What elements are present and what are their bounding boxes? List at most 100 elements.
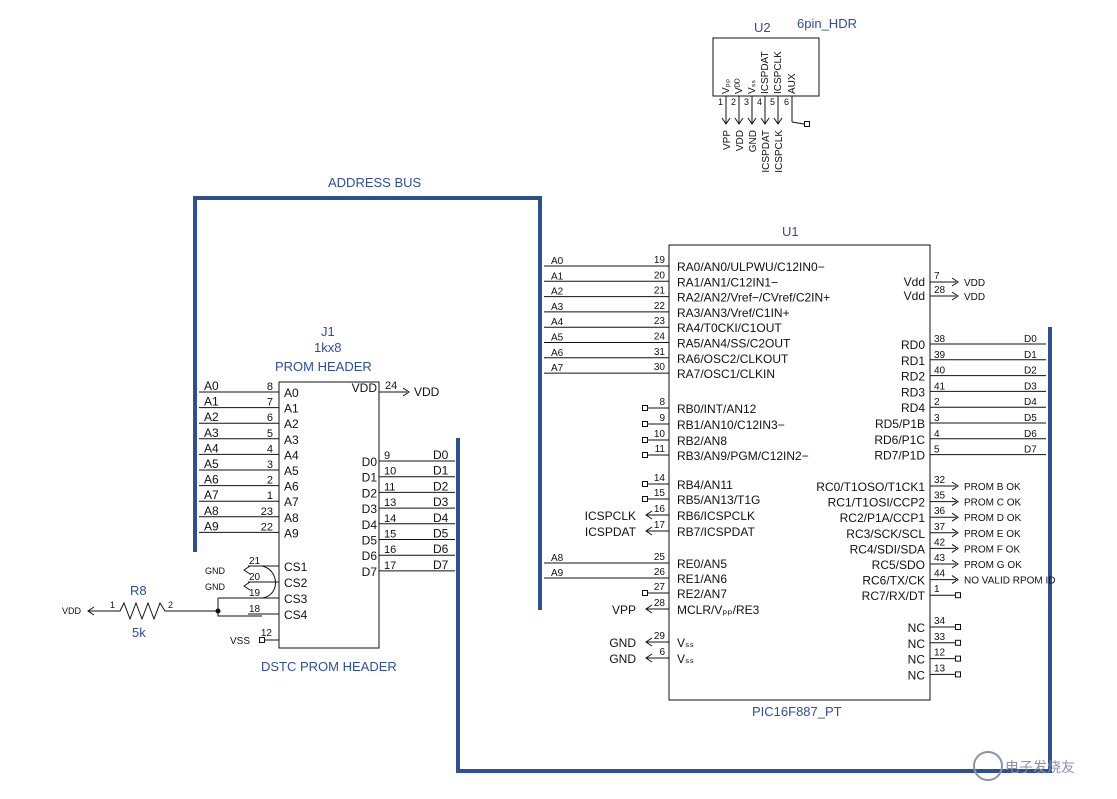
u1-value: PIC16F887_PT xyxy=(752,704,842,719)
j1-cs-gnd-arrow xyxy=(243,581,251,591)
j1-addr-pin-name: A4 xyxy=(284,448,299,462)
u1-left-pin-24-num: 24 xyxy=(654,332,666,343)
j1-cs-gnd-arrow xyxy=(243,565,251,575)
u2-pin-4-name: ICSPDAT xyxy=(760,51,771,94)
j1-vdd-arrow xyxy=(402,387,410,397)
j1-vss-terminal xyxy=(259,637,265,643)
u2-pin-4-arrow xyxy=(760,117,770,125)
u1-vdd-arrow xyxy=(951,277,959,287)
u1-rd-pin-name: RD4 xyxy=(901,401,925,415)
u1-left-pin-9-name: RB1/AN10/C12IN3− xyxy=(677,418,785,432)
u1-rc-net: PROM D OK xyxy=(964,513,1022,524)
u2-pin-1-arrow xyxy=(721,117,731,125)
u2-header: U2 6pin_HDR 1VₚₚVPP2VᴰᴰVDD3VₛₛGND4ICSPDA… xyxy=(712,16,857,173)
j1-title: PROM HEADER xyxy=(275,359,372,374)
u1-nc-pin-num: 34 xyxy=(934,616,946,627)
u1-rc-pin-name: RC0/T1OSO/T1CK1 xyxy=(816,480,925,494)
u1-rd-pin-num: 40 xyxy=(934,366,946,377)
u1-nc-pin-num: 12 xyxy=(934,648,946,659)
u2-pin-group: 1VₚₚVPP2VᴰᴰVDD3VₛₛGND4ICSPDATICSPDAT5ICS… xyxy=(718,51,810,173)
data-bus xyxy=(456,327,1052,773)
r8-net-vdd: VDD xyxy=(62,606,82,616)
u1-rc-net: PROM C OK xyxy=(964,498,1022,509)
u1-nc-pin-name: NC xyxy=(908,637,926,651)
u1-rc-net: PROM G OK xyxy=(964,560,1022,571)
u1-left-pin-9-num: 9 xyxy=(659,413,665,424)
u1-rc-arrow xyxy=(951,497,959,507)
r8-zigzag xyxy=(88,601,218,621)
u2-pin-3-num: 3 xyxy=(744,97,749,107)
j1-addr-net: A1 xyxy=(204,395,219,409)
u1-vdd-net: VDD xyxy=(964,278,985,289)
u1-left-pin-20-num: 20 xyxy=(654,270,666,281)
j1-data-pin-num: 14 xyxy=(384,513,396,525)
u1-left-pin-17-num: 17 xyxy=(654,520,666,531)
j1-vdd-pin-name: VDD xyxy=(352,381,378,395)
u2-pin-5-name: ICSPCLK xyxy=(773,51,784,94)
j1-ref: J1 xyxy=(321,324,335,339)
u1-ref: U1 xyxy=(782,224,799,239)
j1-cs-pin-name: CS3 xyxy=(284,592,308,606)
j1-addr-pin-name: A0 xyxy=(284,386,299,400)
u1-left-pin-27-nc xyxy=(642,590,648,596)
u1-rd-pin-num: 2 xyxy=(934,397,940,408)
u1-left-pin-28-name: MCLR/Vₚₚ/RE3 xyxy=(677,603,760,617)
u2-pin-4-num: 4 xyxy=(757,97,762,107)
u1-pin-group: RA0/AN0/ULPWU/C12IN0−19A0RA1/AN1/C12IN1−… xyxy=(544,255,1056,682)
j1-data-pin-num: 15 xyxy=(384,529,396,541)
u2-pin-1-name: Vₚₚ xyxy=(721,79,732,94)
u1-rc-arrow xyxy=(951,481,959,491)
r8-ref: R8 xyxy=(130,583,147,598)
u1-rc-net: PROM B OK xyxy=(964,482,1021,493)
u1-rc-pin-num: 43 xyxy=(934,553,946,564)
u1-left-pin-26-name: RE1/AN6 xyxy=(677,572,727,586)
u1-rd-pin-name: RD6/P1C xyxy=(874,433,925,447)
u1-left-pin-17-name: RB7/ICSPDAT xyxy=(677,525,755,539)
u1-nc-pin-num: 33 xyxy=(934,632,946,643)
u1-left-pin-15-num: 15 xyxy=(654,488,666,499)
u1-pic: U1 PIC16F887_PT RA0/AN0/ULPWU/C12IN0−19A… xyxy=(544,224,1056,719)
j1-addr-net: A3 xyxy=(204,426,219,440)
j1-addr-pin-num: 3 xyxy=(267,459,273,471)
j1-vss-net: VSS xyxy=(230,636,250,647)
u1-left-pin-11-nc xyxy=(642,452,648,458)
r8-pin2: 2 xyxy=(168,600,173,610)
u1-rd-pin-name: RD5/P1B xyxy=(875,417,925,431)
j1-cs-pin-num: 21 xyxy=(249,556,261,567)
u1-rd-net: D6 xyxy=(1024,429,1037,440)
j1-cs-gnd-net: GND xyxy=(205,582,226,592)
u1-rd-net: D2 xyxy=(1024,366,1037,377)
u1-left-pin-28-net: VPP xyxy=(612,603,636,617)
j1-addr-pin-num: 22 xyxy=(261,521,273,533)
j1-data-pin-name: D7 xyxy=(362,565,378,579)
j1-data-pin-name: D3 xyxy=(362,502,378,516)
j1-addr-net: A8 xyxy=(204,504,219,518)
u1-nc-pin-name: NC xyxy=(908,653,926,667)
u1-rc-nc xyxy=(955,592,961,599)
j1-data-pin-name: D0 xyxy=(362,455,378,469)
u1-vdd-pin-num: 7 xyxy=(934,271,940,282)
u1-rd-pin-num: 4 xyxy=(934,429,940,440)
j1-addr-pin-name: A8 xyxy=(284,511,299,525)
j1-value: 1kx8 xyxy=(314,340,341,355)
u1-left-pin-19-net: A0 xyxy=(551,256,564,267)
u1-rc-net: NO VALID RPOM ID xyxy=(964,576,1056,587)
j1-cs-pin-num: 19 xyxy=(249,588,261,599)
u2-pin-6-name: AUX xyxy=(787,73,798,94)
j1-addr-pin-num: 8 xyxy=(267,381,273,393)
u2-net-icspdat: ICSPDAT xyxy=(761,130,772,173)
u2-pin-6-stub xyxy=(791,121,805,125)
u1-left-pin-21-name: RA2/AN2/Vref−/CVref/C2IN+ xyxy=(677,291,830,305)
j1-addr-pin-name: A9 xyxy=(284,526,299,540)
j1-addr-net: A7 xyxy=(204,488,219,502)
u1-left-pin-8-name: RB0/INT/AN12 xyxy=(677,402,757,416)
u1-left-pin-6-net: GND xyxy=(609,652,636,666)
j1-addr-pin-num: 4 xyxy=(267,443,273,455)
u1-left-pin-15-name: RB5/AN13/T1G xyxy=(677,493,760,507)
u1-rd-net: D0 xyxy=(1024,334,1037,345)
j1-data-pin-num: 16 xyxy=(384,544,396,556)
u1-left-pin-29-name: Vₛₛ xyxy=(677,636,694,650)
u1-rc-arrow xyxy=(951,575,959,585)
